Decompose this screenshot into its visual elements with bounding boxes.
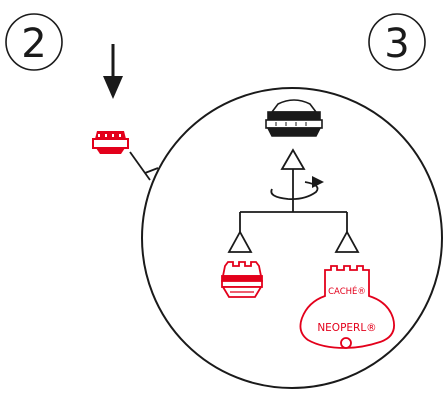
tool-brand-text: NEOPERL® <box>317 322 376 334</box>
step-3-number: 3 <box>384 21 409 67</box>
step-2-number: 2 <box>21 21 46 67</box>
zoom-leader <box>129 151 159 181</box>
step-3-badge: 3 <box>368 13 426 71</box>
tool-top-text: CACHÉ® <box>328 285 366 297</box>
rotate-arrow-icon <box>270 176 324 201</box>
aerator-red-icon <box>221 261 263 298</box>
cache-key-tool-icon: CACHÉ® NEOPERL® <box>299 265 395 349</box>
step-2-badge: 2 <box>5 13 63 71</box>
selection-tree <box>227 148 360 253</box>
aerator-small-red-icon <box>92 131 129 154</box>
aerator-top-icon <box>265 99 323 137</box>
arrow-down-icon <box>103 44 123 99</box>
